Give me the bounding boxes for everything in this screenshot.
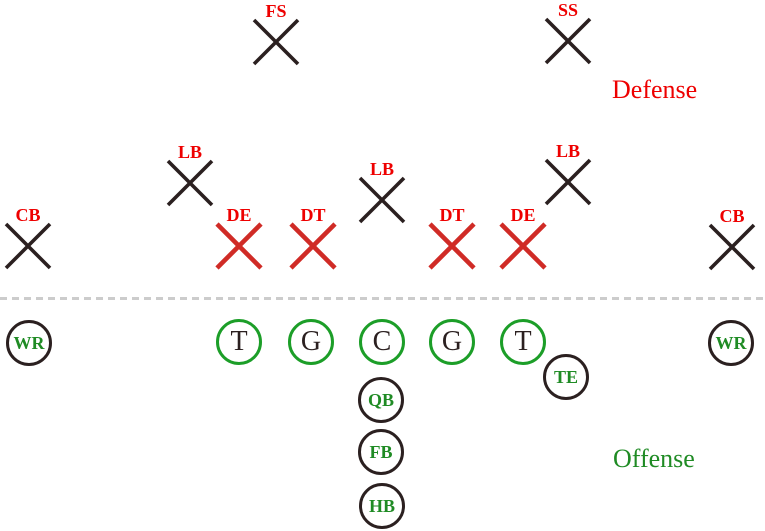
player-position-label: HB [368, 496, 395, 516]
offense-player-t-left: T [216, 319, 262, 365]
offense-player-g-right: G [429, 319, 475, 365]
x-mark-icon [428, 222, 476, 270]
player-position-label: FB [369, 442, 393, 462]
offense-player-g-left: G [288, 319, 334, 365]
defense-player-dt-left: DT [288, 206, 338, 271]
player-position-label: DT [439, 205, 465, 225]
player-position-label: WR [13, 333, 45, 353]
player-position-label: TE [553, 367, 578, 387]
player-position-label: QB [367, 390, 394, 410]
defense-player-cb-left: CB [3, 206, 53, 271]
player-position-label: SS [557, 0, 579, 20]
x-mark-icon [544, 17, 592, 65]
defense-player-dt-right: DT [427, 206, 477, 271]
player-position-label: CB [719, 206, 745, 226]
player-position-label: DE [510, 205, 536, 225]
player-position-label: LB [555, 141, 581, 161]
player-position-label: LB [177, 142, 203, 162]
defense-player-de-right: DE [498, 206, 548, 271]
x-mark-icon [544, 158, 592, 206]
defense-player-lb-right: LB [543, 142, 593, 207]
line-of-scrimmage [0, 297, 765, 300]
defense-player-ss: SS [543, 1, 593, 66]
x-mark-icon [215, 222, 263, 270]
defense-player-lb-left: LB [165, 143, 215, 208]
x-mark-icon [252, 18, 300, 66]
x-mark-icon [166, 159, 214, 207]
player-position-label: CB [15, 205, 41, 225]
player-position-label: DT [300, 205, 326, 225]
player-position-label: LB [369, 159, 395, 179]
defense-player-de-left: DE [214, 206, 264, 271]
player-position-label: T [514, 326, 532, 357]
offense-player-qb: QB [358, 377, 404, 423]
player-position-label: G [300, 326, 322, 357]
offense-player-hb: HB [359, 483, 405, 529]
x-mark-icon [708, 223, 756, 271]
player-position-label: C [372, 326, 392, 357]
defense-player-lb-middle: LB [357, 160, 407, 225]
player-position-label: FS [265, 1, 287, 21]
offense-player-fb: FB [358, 429, 404, 475]
x-mark-icon [358, 176, 406, 224]
player-position-label: WR [715, 333, 747, 353]
player-position-label: G [441, 326, 463, 357]
x-mark-icon [4, 222, 52, 270]
x-mark-icon [289, 222, 337, 270]
offense-player-c: C [359, 319, 405, 365]
offense-player-wr-left: WR [6, 320, 52, 366]
offense-player-wr-right: WR [708, 320, 754, 366]
x-mark-icon [499, 222, 547, 270]
player-position-label: T [230, 326, 248, 357]
offense-title: Offense [613, 444, 695, 473]
offense-player-t-right: T [500, 319, 546, 365]
defense-title: Defense [612, 75, 698, 104]
defense-player-cb-right: CB [707, 207, 757, 272]
player-position-label: DE [226, 205, 252, 225]
defense-player-fs: FS [251, 2, 301, 67]
offense-player-te: TE [543, 354, 589, 400]
